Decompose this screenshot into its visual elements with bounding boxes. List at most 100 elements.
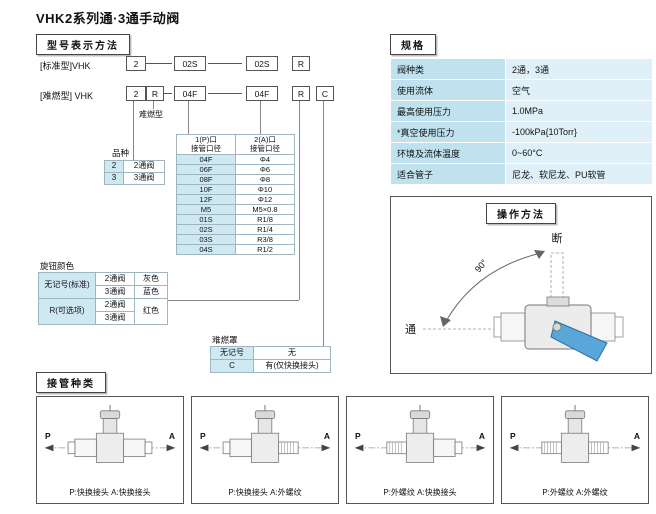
spec-row-value: -100kPa{10Torr} [505, 121, 653, 143]
model-dash [164, 93, 172, 94]
knob-key-standard: 无记号(标准) [38, 272, 96, 299]
model-dash [208, 93, 242, 94]
knob-variety: 2通阀 [95, 298, 135, 312]
model-row2-prefix: [难燃型] VHK [40, 91, 94, 101]
variety-code: 2 [104, 160, 124, 173]
spec-row-label: 最高使用压力 [390, 100, 506, 122]
leader-knob-h [156, 300, 299, 301]
closed-label: 断 [552, 231, 563, 245]
arc-arrow-bottom [440, 316, 451, 327]
valve-diagram [199, 404, 331, 463]
port-code-cell: 10F [176, 184, 236, 196]
knob-color-value: 蓝色 [134, 285, 168, 299]
port-a-label: A [168, 431, 175, 441]
cover-value: 无 [253, 346, 331, 360]
piping-caption: P:快换接头 A:外螺纹 [228, 488, 302, 497]
p-arrow [199, 444, 209, 452]
port-size-cell: R3/8 [235, 234, 295, 246]
port-a-label: A [478, 431, 485, 441]
port-header-a: 2(A)口接管口径 [235, 133, 295, 156]
variety-name: 2通阀 [123, 160, 165, 173]
piping-variant-3: P A P:外螺纹 A:快换接头 [346, 396, 494, 504]
leader-knob [299, 101, 300, 300]
section-header-operation: 操作方法 [486, 203, 556, 224]
valve-diagram [509, 404, 641, 463]
p-arrow [44, 444, 54, 452]
variety-label: 品种 [112, 148, 130, 158]
variety-table: 2 2通阀 3 3通阀 [104, 160, 165, 185]
a-arrow [166, 444, 176, 452]
port-code-cell: M5 [176, 204, 236, 216]
spec-row-label: 环境及流体温度 [390, 142, 506, 164]
p-arrow [354, 444, 364, 452]
section-header-specs: 规格 [390, 34, 436, 55]
open-label: 通 [405, 323, 416, 336]
port-code-cell: 01S [176, 214, 236, 226]
spec-table: 阀种类 2通，3通 使用流体 空气 最高使用压力 1.0MPa *真空使用压力 … [390, 58, 653, 185]
port-p-label: P [200, 431, 206, 441]
port-a-label: A [633, 431, 640, 441]
model-row1-box-knob-color: R [292, 56, 310, 71]
port-code-cell: 12F [176, 194, 236, 206]
port-header-p: 1(P)口接管口径 [176, 133, 236, 156]
spec-row-label: *真空使用压力 [390, 121, 506, 143]
knob-variety: 3通阀 [95, 285, 135, 299]
cover-code: 无记号 [210, 346, 254, 360]
port-code-cell: 08F [176, 174, 236, 186]
port-size-cell: Φ4 [235, 154, 295, 166]
port-size-cell: R1/2 [235, 244, 295, 256]
spec-row-value: 尼龙、软尼龙、PU软管 [505, 163, 653, 185]
piping-caption: P:外螺纹 A:外螺纹 [542, 488, 608, 497]
model-row1-box-port-a: 02S [246, 56, 278, 71]
model-row2-box-flame: R [146, 86, 164, 101]
operation-diagram: 90° 断 通 [405, 231, 624, 362]
spec-row-value: 2通，3通 [505, 58, 653, 80]
port-size-cell: Φ12 [235, 194, 295, 206]
spec-row-label: 适合管子 [390, 163, 506, 185]
model-row2-box-cover: C [316, 86, 334, 101]
a-arrow [631, 444, 641, 452]
knob-color-value: 灰色 [134, 272, 168, 286]
valve-handle [550, 320, 608, 362]
port-size-cell: R1/4 [235, 224, 295, 236]
spec-row-value: 0~60°C [505, 142, 653, 164]
cover-table: 无记号 无 C 有(仅快换接头) [210, 346, 331, 373]
leader-cover [323, 101, 324, 366]
port-code-cell: 02S [176, 224, 236, 236]
piping-variant-4: P A P:外螺纹 A:外螺纹 [501, 396, 649, 504]
port-code-cell: 06F [176, 164, 236, 176]
port-p-label: P [45, 431, 51, 441]
spec-row-value: 空气 [505, 79, 653, 101]
model-row1-prefix: [标准型]VHK [40, 61, 91, 71]
model-row2-box-port-p: 04F [174, 86, 206, 101]
leader-port-p [188, 101, 189, 134]
model-row2-box-variety: 2 [126, 86, 146, 101]
piping-variant-1: P A P:快换接头 A:快换接头 [36, 396, 184, 504]
model-dash [208, 63, 242, 64]
port-code-cell: 04S [176, 244, 236, 256]
cover-label: 难燃罩 [212, 335, 238, 345]
arc-arrow-top [534, 250, 545, 259]
piping-variant-2: P A P:快换接头 A:外螺纹 [191, 396, 339, 504]
valve-diagram [44, 404, 176, 463]
port-size-cell: R1/8 [235, 214, 295, 226]
port-size-cell: Φ6 [235, 164, 295, 176]
leader-port-a [260, 101, 261, 134]
port-size-table: 1(P)口接管口径 2(A)口接管口径 04F Φ4 06F Φ6 08F Φ8… [176, 133, 295, 256]
knob-color-value: 红色 [134, 298, 168, 325]
section-header-piping: 接管种类 [36, 372, 106, 393]
port-code-cell: 03S [176, 234, 236, 246]
model-row2-box-port-a: 04F [246, 86, 278, 101]
port-p-label: P [355, 431, 361, 441]
spec-row-label: 阀种类 [390, 58, 506, 80]
spec-row-value: 1.0MPa [505, 100, 653, 122]
section-header-model: 型号表示方法 [36, 34, 130, 55]
piping-caption: P:外螺纹 A:快换接头 [383, 488, 457, 497]
page-title: VHK2系列通·3通手动阀 [36, 11, 180, 26]
model-dash [146, 63, 172, 64]
knob-color-table: 无记号(标准) 2通阀 灰色 3通阀 蓝色 R(可选项) 2通阀 红色 3通阀 [38, 272, 168, 325]
leader-variety [133, 101, 134, 160]
flame-type-label: 难燃型 [139, 110, 163, 119]
port-code-cell: 04F [176, 154, 236, 166]
